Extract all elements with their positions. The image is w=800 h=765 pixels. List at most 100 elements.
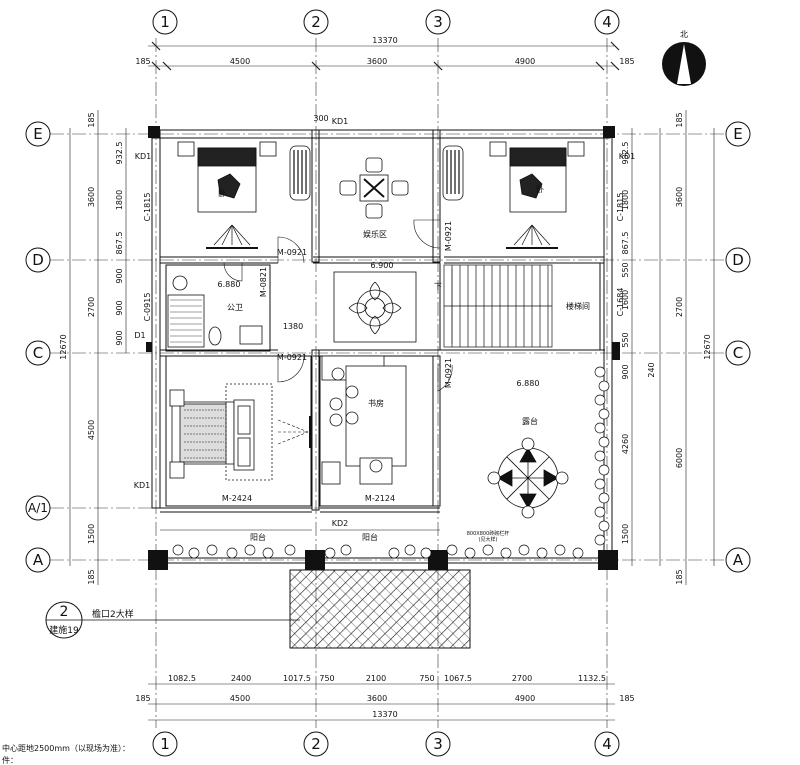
grid-bubble-row-e: E E xyxy=(25,121,751,147)
stair xyxy=(443,264,553,348)
svg-text:C: C xyxy=(733,344,743,362)
svg-text:E: E xyxy=(33,125,42,143)
detail-callout: 2 建施19 檐口2大样 xyxy=(45,601,300,639)
svg-text:900: 900 xyxy=(115,268,124,283)
dim-bottom-segments: 185 4500 3600 4900 185 xyxy=(135,694,634,703)
grid-bubble-col-4: 4 4 xyxy=(594,9,620,757)
window-c1815-right: C-1815 xyxy=(616,193,625,222)
shrub-icon xyxy=(572,547,584,559)
svg-text:3600: 3600 xyxy=(87,187,96,207)
dim-left-inner: 932.5 1800 867.5 900 900 900 xyxy=(115,142,124,346)
shrub-icon xyxy=(598,380,610,392)
svg-text:A: A xyxy=(33,551,44,569)
svg-text:2700: 2700 xyxy=(87,297,96,317)
mark-d1: D1 xyxy=(134,331,145,340)
shrub-icon xyxy=(226,547,238,559)
detail-sheet: 建施19 xyxy=(49,624,79,636)
room-label-entertainment: 娱乐区 xyxy=(363,229,387,239)
dim-top-seg-1: 185 xyxy=(135,57,150,66)
level-bath: 6.880 xyxy=(218,280,241,289)
door-m0921-study: M-0921 xyxy=(444,358,453,388)
svg-text:3: 3 xyxy=(433,13,443,31)
shrub-icon xyxy=(340,544,352,556)
shrub-icon xyxy=(464,547,476,559)
svg-text:932.5: 932.5 xyxy=(621,142,630,165)
dim-left-overall: 12670 xyxy=(59,334,68,359)
svg-text:900: 900 xyxy=(621,364,630,379)
svg-text:867.5: 867.5 xyxy=(115,232,124,255)
shrub-icon xyxy=(244,544,256,556)
door-m2124: M-2124 xyxy=(365,494,395,503)
svg-text:1800: 1800 xyxy=(621,190,630,210)
tv-ne xyxy=(506,224,558,249)
north-label: 北 xyxy=(680,30,688,39)
shrub-icon xyxy=(598,436,610,448)
grid-bubble-row-c: C C xyxy=(25,340,751,366)
shrub-icon xyxy=(324,547,336,559)
study-furniture xyxy=(321,355,407,485)
shrub-icon xyxy=(404,544,416,556)
detail-number: 2 xyxy=(60,604,69,620)
svg-text:1017.5: 1017.5 xyxy=(283,674,311,683)
shrub-icon xyxy=(500,547,512,559)
window-c0915: C-0915 xyxy=(143,293,152,322)
dim-top-seg-2: 4500 xyxy=(230,57,250,66)
dimensions-right xyxy=(631,110,715,585)
mahjong-table xyxy=(339,157,409,219)
svg-text:550: 550 xyxy=(621,332,630,347)
shrub-icon xyxy=(594,478,606,490)
door-labels: M-0921 M-0921 M-0921 M-0921 M-0821 M-242… xyxy=(222,221,453,503)
svg-text:1500: 1500 xyxy=(621,524,630,544)
wardrobe-ne xyxy=(442,145,464,201)
svg-text:240: 240 xyxy=(647,362,656,377)
shrub-icon xyxy=(262,547,274,559)
planters-right xyxy=(594,366,610,546)
shrub-icon xyxy=(482,544,494,556)
room-label-stair: 楼梯间 xyxy=(566,301,590,311)
window-c1815-left: C-1815 xyxy=(143,193,152,222)
svg-text:C: C xyxy=(33,344,43,362)
svg-text:A: A xyxy=(733,551,744,569)
svg-text:185: 185 xyxy=(619,694,634,703)
shrub-icon xyxy=(598,464,610,476)
level-terrace: 6.880 xyxy=(517,379,540,388)
shrub-icon xyxy=(446,544,458,556)
bath-fixtures xyxy=(167,275,263,348)
svg-text:2: 2 xyxy=(311,13,321,31)
mark-kd1-balcony: KD1 xyxy=(134,481,151,490)
svg-text:3600: 3600 xyxy=(367,694,387,703)
svg-text:3: 3 xyxy=(433,735,443,753)
dim-top-overall: 13370 xyxy=(372,36,397,45)
svg-text:2100: 2100 xyxy=(366,674,386,683)
notes: 中心距地2500mm（以现场为准）： 件： xyxy=(2,743,130,765)
svg-text:4900: 4900 xyxy=(515,694,535,703)
svg-text:1: 1 xyxy=(160,13,170,31)
shrub-icon xyxy=(206,544,218,556)
mark-labels: KD1 300 KD1 KD1 KD1 KD2 D1 800X800砖砌栏杆 (… xyxy=(134,114,636,543)
shrub-icon xyxy=(554,544,566,556)
mark-parapet-note: (见大样) xyxy=(479,536,498,543)
grid-bubble-row-a: A A xyxy=(25,547,751,573)
svg-text:185: 185 xyxy=(675,569,684,584)
note-1: 中心距地2500mm（以现场为准）： xyxy=(2,743,130,753)
svg-text:1800: 1800 xyxy=(115,190,124,210)
svg-text:2700: 2700 xyxy=(512,674,532,683)
shrub-icon xyxy=(594,534,606,546)
umbrella-table xyxy=(487,437,569,519)
svg-text:1500: 1500 xyxy=(87,524,96,544)
shrub-icon xyxy=(598,520,610,532)
room-label-balcony-c: 阳台 xyxy=(362,532,378,542)
svg-text:1082.5: 1082.5 xyxy=(168,674,196,683)
dim-bottom-overall: 13370 xyxy=(372,710,397,719)
svg-text:A/1: A/1 xyxy=(28,501,48,515)
dim-bottom-openings: 1082.5 2400 1017.5 750 2100 750 1067.5 2… xyxy=(168,674,606,683)
window-labels: C-1815 C-1815 C-0915 C-1684 xyxy=(143,193,625,322)
shrub-icon xyxy=(420,547,432,559)
svg-text:900: 900 xyxy=(115,300,124,315)
mark-kd1-left: KD1 xyxy=(135,152,152,161)
dimensions-top xyxy=(148,41,620,71)
shrub-icon xyxy=(172,544,184,556)
grid-bubble-row-a1: A/1 xyxy=(25,495,51,521)
svg-text:185: 185 xyxy=(135,694,150,703)
